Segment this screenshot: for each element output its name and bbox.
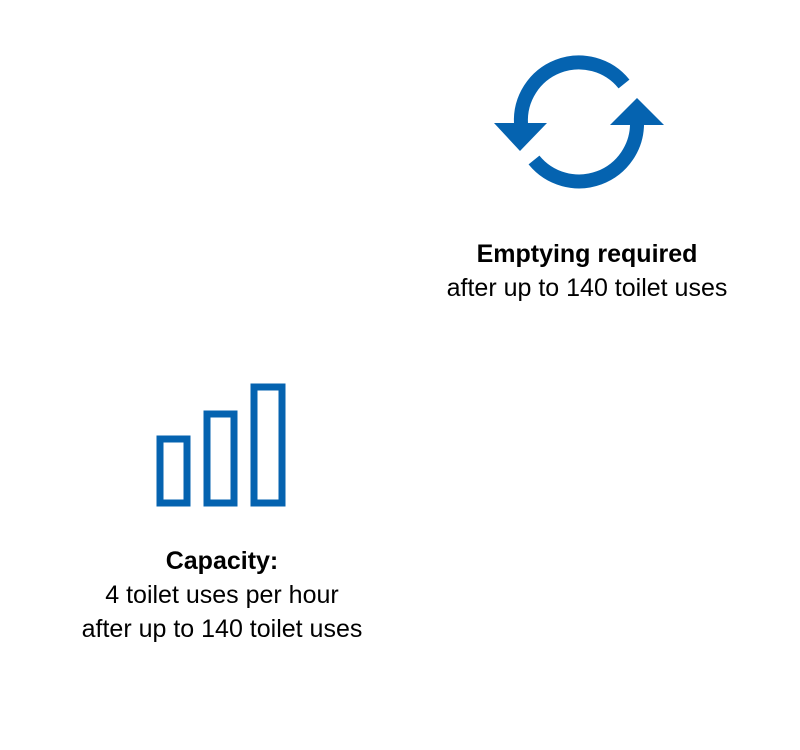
refresh-icon: [494, 55, 664, 189]
capacity-detail: after up to 140 toilet uses: [81, 615, 363, 643]
capacity-title: Capacity:: [165, 547, 279, 575]
emptying-title: Emptying required: [476, 240, 698, 268]
emptying-detail: after up to 140 toilet uses: [446, 274, 728, 302]
capacity-rate: 4 toilet uses per hour: [105, 581, 339, 609]
bar-chart-icon: [156, 383, 286, 507]
capacity-info: Capacity: 4 toilet uses per hour after u…: [22, 544, 422, 646]
emptying-info: Emptying required after up to 140 toilet…: [387, 237, 787, 305]
